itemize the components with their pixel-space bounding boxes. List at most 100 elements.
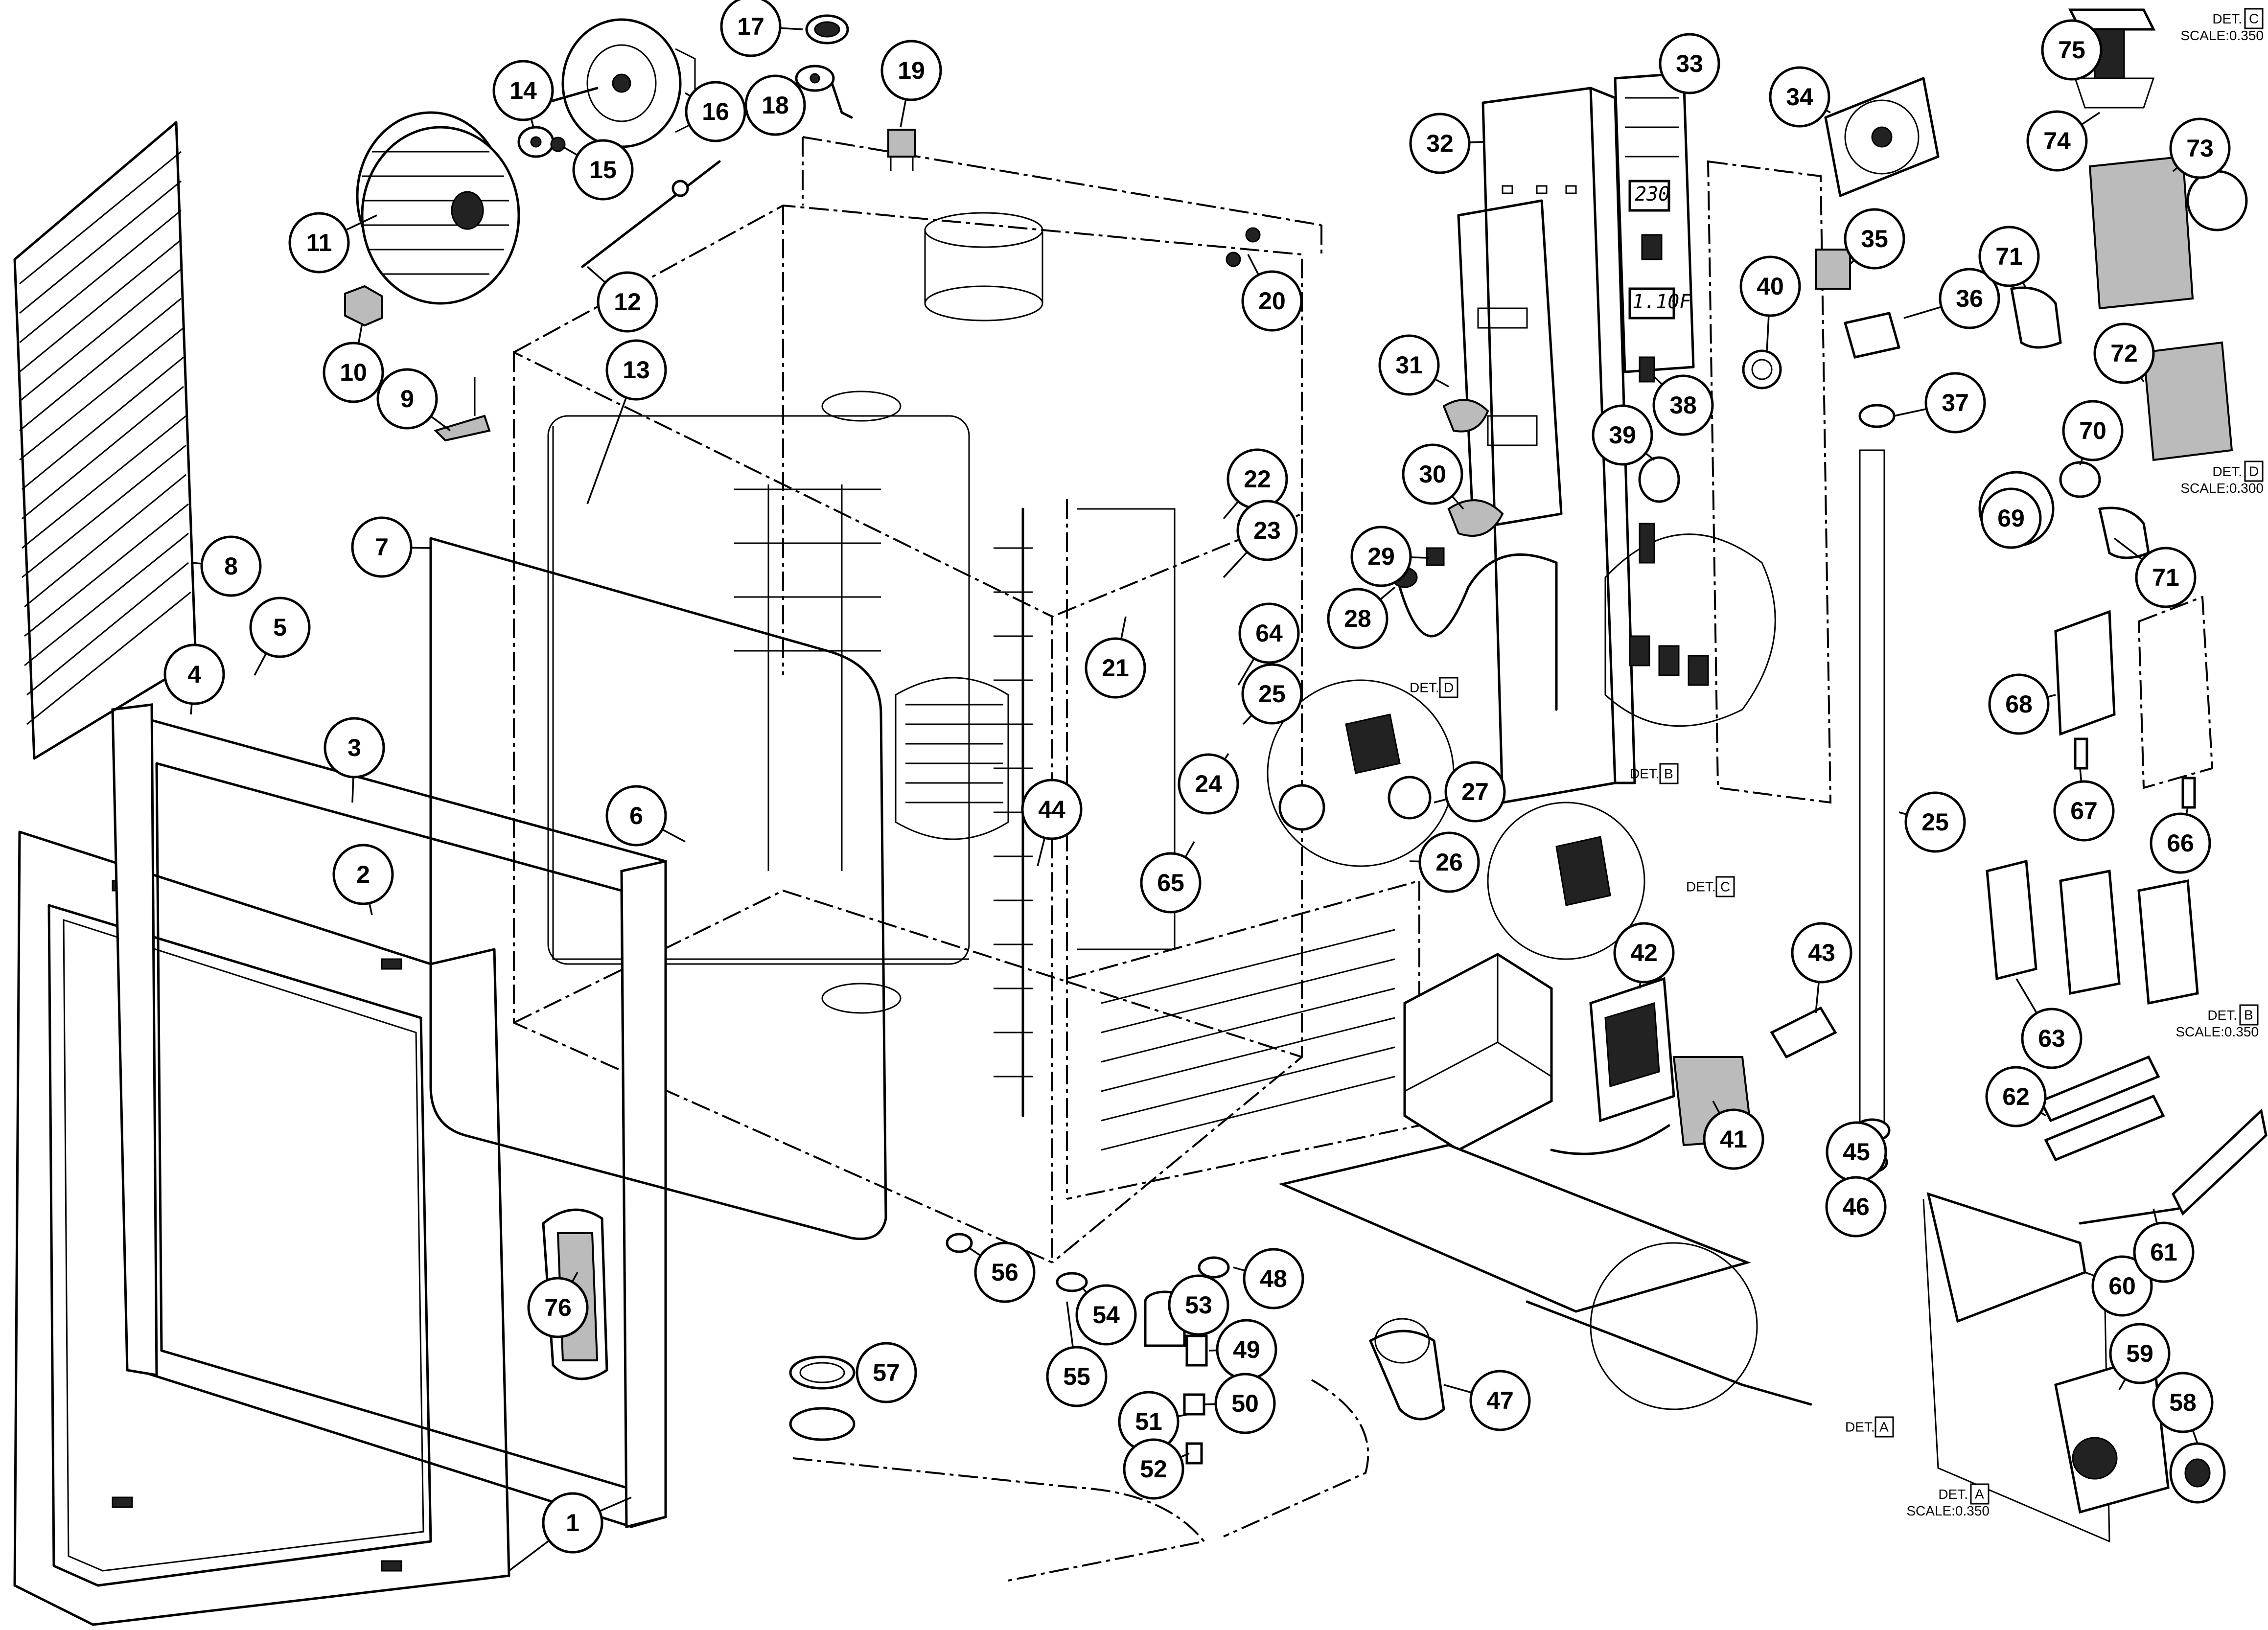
igniter-62 — [2039, 1055, 2165, 1162]
detail-view-scale: SCALE:0.350 — [2180, 28, 2264, 43]
callout-leader-19 — [900, 99, 907, 128]
callout-circle — [163, 643, 225, 705]
callout-circle — [1444, 761, 1506, 823]
callout-leader-15 — [562, 146, 578, 156]
callout-number: 8 — [224, 552, 238, 580]
callout-leader-44 — [1037, 837, 1046, 867]
callout-number: 42 — [1630, 939, 1658, 966]
callout-circle — [720, 0, 782, 57]
callout-leader-36 — [1903, 306, 1942, 319]
callout-number: 23 — [1253, 517, 1281, 544]
leader-lines — [190, 27, 2199, 1572]
component-36 — [1843, 312, 1901, 359]
detail-view-scale: SCALE:0.350 — [1906, 1503, 1990, 1518]
callout-27: 27 — [1444, 761, 1506, 823]
callout-number: 72 — [2110, 340, 2138, 367]
callout-circle — [527, 1277, 589, 1338]
detail-marker-C: DET.C — [1686, 876, 1735, 897]
callout-circle — [1739, 255, 1801, 317]
callout-68: 68 — [1988, 673, 2050, 735]
callout-circle — [2026, 110, 2088, 172]
detail-view-prefix: DET. — [2212, 11, 2242, 26]
connector-29 — [1426, 547, 1445, 566]
callout-number: 44 — [1038, 796, 1065, 823]
callout-number: 41 — [1720, 1125, 1747, 1153]
detail-marker-letter: D — [1444, 680, 1454, 695]
detail-view-scale: SCALE:0.350 — [2175, 1024, 2259, 1039]
callout-number: 62 — [2002, 1083, 2030, 1110]
callout-leader-29 — [1410, 556, 1430, 559]
callout-leader-67 — [2079, 768, 2083, 782]
callout-number: 46 — [1842, 1193, 1870, 1220]
nozzle-58 — [2169, 1442, 2226, 1504]
transformer-35 — [1815, 249, 1851, 290]
callout-number: 65 — [1157, 869, 1184, 896]
callout-56: 56 — [974, 1241, 1036, 1303]
callout-leader-21 — [1120, 616, 1127, 640]
callout-leader-63 — [2015, 978, 2038, 1014]
probe-12 — [581, 160, 721, 268]
callout-number: 74 — [2043, 127, 2071, 155]
callout-number: 14 — [509, 77, 537, 104]
callout-circle — [2150, 812, 2211, 874]
callout-number: 20 — [1258, 287, 1286, 315]
callout-leader-39 — [1645, 452, 1655, 461]
callout-23: 23 — [1236, 500, 1298, 561]
callout-26: 26 — [1418, 831, 1480, 893]
burner-tube-60-area — [1278, 1144, 1812, 1410]
callout-number: 76 — [544, 1294, 572, 1321]
callout-number: 47 — [1486, 1387, 1514, 1414]
bracket-18 — [795, 65, 853, 119]
callout-leader-54 — [1081, 1286, 1088, 1294]
detail-marker-prefix: DET. — [1845, 1420, 1875, 1435]
callout-number: 52 — [1140, 1455, 1167, 1483]
callout-number: 25 — [1921, 808, 1949, 836]
din-rail-assembly — [1707, 160, 1832, 804]
callout-leader-23 — [1223, 551, 1248, 578]
detail-view-scale: SCALE:0.300 — [2180, 481, 2264, 496]
callout-53: 53 — [1168, 1274, 1229, 1336]
callout-number: 21 — [1102, 654, 1129, 682]
callout-number: 49 — [1233, 1336, 1260, 1363]
callout-circle — [1469, 1370, 1531, 1431]
tube-45-46 — [1853, 449, 1891, 1173]
callout-number: 4 — [187, 661, 201, 688]
callout-circle — [1140, 852, 1202, 914]
callout-circle — [1652, 374, 1714, 436]
drain-grate-57 — [789, 1355, 856, 1441]
callout-leader-31 — [1434, 378, 1449, 388]
burner-detail-a — [1922, 1192, 2170, 1543]
callout-13: 13 — [605, 339, 667, 401]
bracket-42 — [1589, 977, 1675, 1123]
callout-36: 36 — [1939, 268, 2000, 329]
callout-49: 49 — [1216, 1319, 1277, 1380]
callout-leader-10 — [357, 322, 363, 344]
callout-circle — [974, 1241, 1036, 1303]
callout-28: 28 — [1327, 588, 1389, 649]
callout-circle — [685, 81, 746, 142]
detail-view-box — [2244, 460, 2264, 482]
detail-view-prefix: DET. — [2207, 1008, 2237, 1023]
callout-leader-1 — [508, 1539, 550, 1572]
callout-number: 2 — [356, 861, 370, 888]
solenoid-valve-73 — [2088, 155, 2248, 310]
callout-14: 14 — [492, 60, 554, 121]
callout-71: 71 — [1978, 226, 2040, 287]
callout-circle — [324, 717, 385, 779]
callout-circle — [1769, 66, 1830, 128]
capacitor-39 — [1638, 456, 1680, 503]
detail-marker-prefix: DET. — [1410, 680, 1439, 695]
callout-59: 59 — [2109, 1323, 2171, 1384]
detail-marker-prefix: DET. — [1630, 766, 1660, 781]
callout-leader-6 — [662, 828, 686, 843]
callout-37: 37 — [1924, 372, 1986, 434]
callout-leader-22 — [1223, 501, 1239, 520]
callout-leader-9 — [430, 415, 451, 432]
callout-number: 73 — [2186, 135, 2214, 162]
detail-view-box — [2244, 8, 2264, 29]
callout-number: 40 — [1757, 273, 1784, 300]
callout-circle — [376, 368, 438, 430]
callout-7: 7 — [351, 516, 413, 578]
callout-leader-65 — [1184, 841, 1195, 858]
